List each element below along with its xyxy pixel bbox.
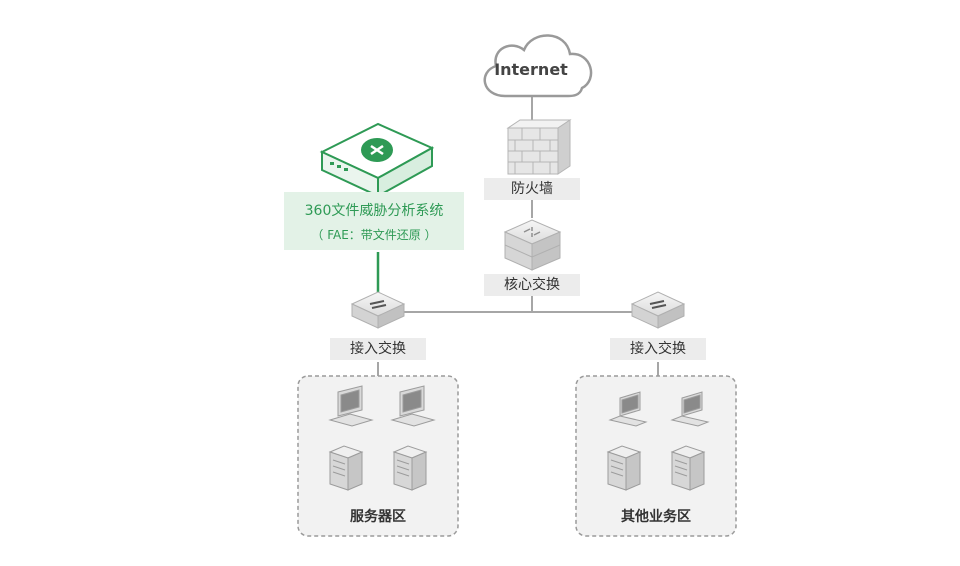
fae-appliance-icon bbox=[319, 122, 435, 198]
internet-label: Internet bbox=[494, 60, 568, 79]
access-switch-left-label: 接入交换 bbox=[330, 338, 426, 360]
firewall-label: 防火墙 bbox=[484, 178, 580, 200]
monitor-icon bbox=[328, 385, 374, 427]
access-switch-right-icon bbox=[630, 291, 686, 329]
access-switch-left-icon bbox=[350, 291, 406, 329]
server-zone-label: 服务器区 bbox=[350, 509, 406, 525]
fae-title: 360文件威胁分析系统 bbox=[304, 203, 444, 219]
server-icon bbox=[606, 445, 642, 491]
laptop-icon bbox=[608, 391, 648, 427]
server-icon bbox=[328, 445, 364, 491]
fae-subtitle: （ FAE：带文件还原 ） bbox=[311, 228, 437, 242]
server-icon bbox=[392, 445, 428, 491]
fae-product-box: 360文件威胁分析系统 （ FAE：带文件还原 ） bbox=[284, 192, 464, 250]
server-icon bbox=[670, 445, 706, 491]
access-switch-right-label: 接入交换 bbox=[610, 338, 706, 360]
other-zone-box bbox=[575, 375, 737, 537]
core-switch-label: 核心交换 bbox=[484, 274, 580, 296]
firewall-icon bbox=[506, 119, 572, 175]
cloud-icon bbox=[483, 34, 593, 98]
monitor-icon bbox=[390, 385, 436, 427]
core-switch-icon bbox=[503, 219, 562, 271]
other-zone-label: 其他业务区 bbox=[621, 509, 691, 525]
laptop-icon bbox=[670, 391, 710, 427]
